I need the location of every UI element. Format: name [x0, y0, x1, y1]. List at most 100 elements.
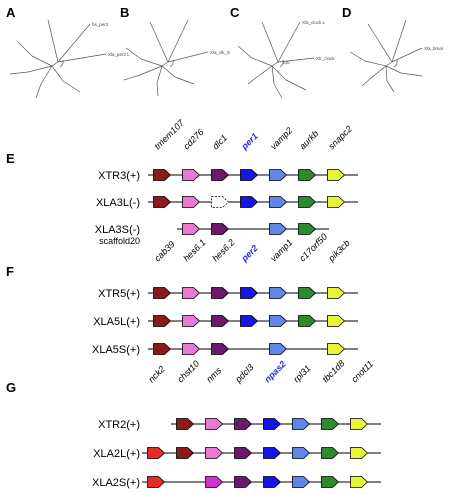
tree-tip-label: Xla_clock.L: [302, 20, 326, 25]
gene-label: snapc2: [326, 124, 354, 152]
gene-block: [205, 418, 224, 430]
tree-branch: [123, 74, 141, 81]
gene-block: [176, 447, 195, 459]
gene-block: [327, 169, 346, 181]
tree-branch: [57, 57, 83, 63]
gene-block: [269, 196, 288, 208]
panel-label-f: F: [6, 264, 14, 279]
tree-branch: [167, 40, 179, 63]
tree-branch: [361, 77, 372, 87]
tree-branch: [9, 71, 29, 75]
gene-block: [298, 223, 317, 235]
gene-block: [298, 196, 317, 208]
gene-block: [153, 169, 172, 181]
tree-branch: [167, 56, 189, 63]
gene-block: [234, 418, 253, 430]
tree-branch: [156, 82, 159, 97]
panel-label-b: B: [120, 5, 129, 20]
gene-block: [292, 418, 311, 430]
gene-block: [240, 315, 259, 327]
tree-branch: [386, 80, 395, 93]
gene-block: [269, 169, 288, 181]
gene-block: [269, 315, 288, 327]
tree-branch: [174, 76, 195, 85]
tree-branch: [187, 51, 209, 58]
gene-block: [153, 315, 172, 327]
tree-branch: [73, 23, 91, 44]
gene-label: aurkb: [297, 128, 320, 151]
tree-tip-label: Xla_per2.L: [108, 52, 130, 57]
tree-branch: [277, 59, 297, 63]
gene-block: [153, 343, 172, 355]
panel-label-g: G: [6, 380, 16, 395]
tree-d: Xla_bmal: [349, 19, 443, 93]
gene-label: tbc1d8: [320, 358, 346, 384]
tree-branch: [57, 42, 75, 63]
tree-branch: [17, 41, 33, 57]
gene-label: vamp2: [268, 125, 294, 151]
tree-branch: [271, 65, 287, 81]
gene-block: [153, 196, 172, 208]
tree-branch: [256, 65, 273, 78]
tree-branch: [139, 65, 163, 76]
gene-block: [350, 476, 369, 488]
gene-block: [211, 169, 230, 181]
tree-branch: [47, 19, 54, 42]
row-label: XLA5L(+): [93, 316, 140, 328]
gene-label: cab39: [152, 239, 176, 263]
gene-label: per1: [239, 131, 260, 152]
panel-label-c: C: [230, 5, 240, 20]
gene-label: hes6.1: [181, 237, 207, 263]
gene-block: [350, 418, 369, 430]
row-sublabel: scaffold20: [99, 236, 140, 246]
gene-block: [234, 447, 253, 459]
tree-arc: [169, 59, 174, 68]
gene-label: dlc1: [210, 133, 229, 152]
row-label: XTR5(+): [98, 288, 140, 300]
gene-block: [298, 169, 317, 181]
tree-tip-label: hs_per2: [92, 22, 109, 27]
gene-block: [327, 343, 346, 355]
tree-branch: [51, 61, 59, 67]
tree-branch: [27, 65, 53, 73]
gene-block: [240, 287, 259, 299]
tree-arc: [279, 59, 284, 68]
gene-block: [321, 418, 340, 430]
tree-support-value: 100: [282, 60, 290, 65]
gene-block: [292, 476, 311, 488]
gene-block: [269, 287, 288, 299]
tree-branch: [52, 40, 59, 63]
gene-block: [205, 447, 224, 459]
panel-label-a: A: [6, 5, 16, 20]
tree-branch: [40, 65, 53, 85]
gene-block-pseudogene: [211, 196, 230, 208]
tree-branch: [385, 65, 388, 82]
tree-branch: [379, 42, 393, 63]
gene-block: [298, 287, 317, 299]
tree-branch: [158, 41, 169, 63]
tree-branch: [149, 21, 160, 43]
gene-block: [182, 343, 201, 355]
gene-label: nck2: [146, 364, 167, 385]
gene-block: [298, 315, 317, 327]
gene-label: c17orf50: [297, 232, 329, 264]
gene-block: [205, 476, 224, 488]
tree-branch: [247, 76, 258, 85]
tree-branch: [273, 83, 283, 99]
gene-label: pik3cb: [326, 238, 352, 264]
gene-block: [292, 447, 311, 459]
gene-block: [182, 169, 201, 181]
row-label: XLA5S(+): [92, 344, 140, 356]
tree-branch: [51, 65, 64, 82]
gene-block: [327, 287, 346, 299]
tree-branch: [237, 45, 253, 59]
gene-block: [263, 476, 282, 488]
tree-arc: [393, 59, 398, 68]
gene-block: [176, 418, 195, 430]
panel-label-e: E: [6, 151, 15, 166]
tree-branch: [367, 23, 381, 44]
tree-branch: [35, 83, 42, 99]
tree-branch: [391, 40, 400, 63]
